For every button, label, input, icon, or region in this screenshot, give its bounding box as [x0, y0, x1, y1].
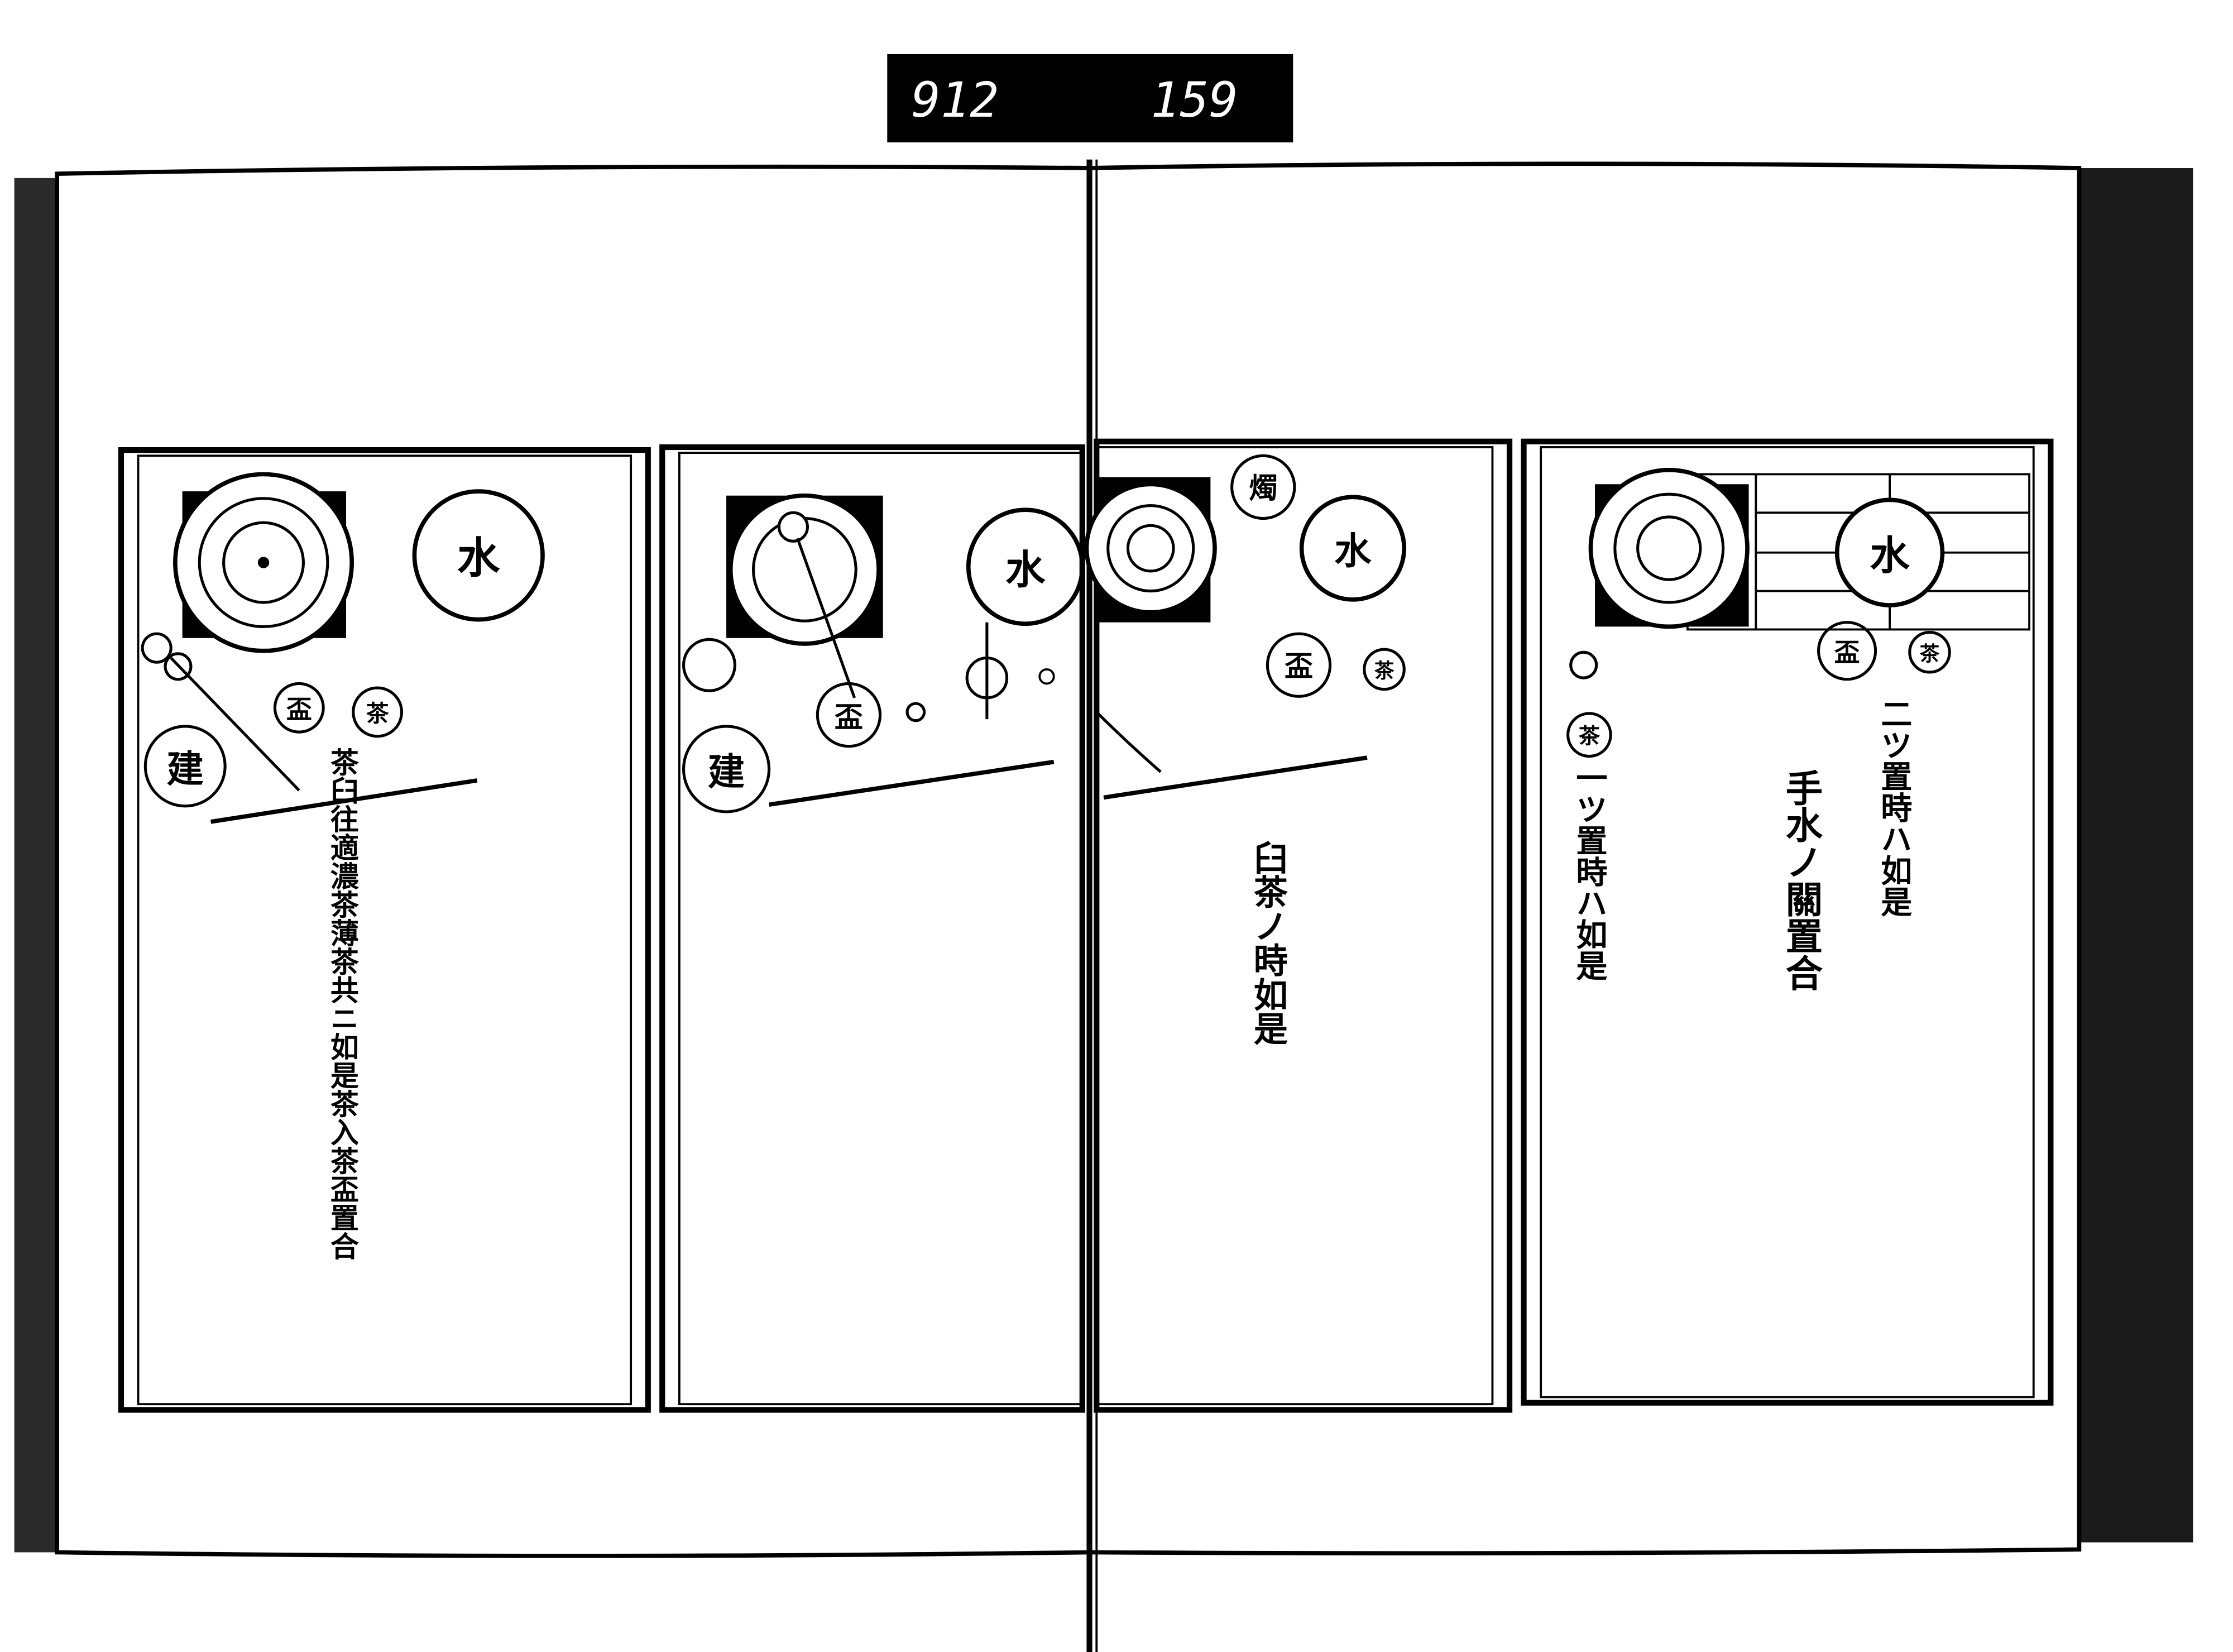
water-label: 水: [457, 533, 500, 583]
cup: [1817, 621, 1877, 681]
water-jar: [412, 489, 545, 622]
water-jar: [966, 507, 1085, 626]
page-outline: [55, 161, 2082, 1558]
panel-4: 水 盃 茶 茶 二ツ置時ハ如是 手水ノ關置合 一ツ置時ハ如是: [1521, 438, 2054, 1406]
frame-number: 159: [1151, 73, 1238, 128]
tea-caddy-single: [1566, 712, 1612, 758]
panel-3: 燭 水 盃 茶 臼茶ノ時如是: [1084, 438, 1513, 1413]
book: [14, 159, 2193, 1652]
tea-caddy: [1363, 648, 1406, 691]
water-jar: [1299, 495, 1407, 602]
tea-label: 茶: [1920, 642, 1940, 665]
right-page-edge: [2072, 168, 2193, 1543]
tea-label: 茶: [1374, 659, 1395, 682]
water-label: 水: [1870, 532, 1910, 579]
tea-caddy: [1908, 631, 1951, 674]
cup-label: 盃: [286, 694, 312, 724]
archive-label: 912 159: [887, 54, 1293, 143]
cup-label: 盃: [1285, 650, 1313, 683]
panel-4-caption-one: 一ツ置時ハ如是: [1571, 762, 1608, 981]
ladle: [170, 657, 300, 792]
panel-3-caption: 臼茶ノ時如是: [1248, 840, 1288, 1045]
cup-label: 盃: [1834, 637, 1860, 667]
cup-label: 盃: [835, 701, 863, 735]
water-label: 水: [1334, 529, 1372, 573]
tea-caddy: [352, 686, 404, 738]
panel-4-caption-water: 手水ノ關置合: [1780, 769, 1823, 991]
volume-number: 912: [912, 73, 999, 128]
ewer-label: 建: [167, 747, 204, 791]
ladle: [796, 538, 856, 698]
panel-2: 水 盃 建: [659, 444, 1085, 1413]
tea-label: 茶: [366, 700, 389, 727]
panel-4-caption-two: 二ツ置時ハ如是: [1876, 698, 1913, 917]
tea-single-label: 茶: [1579, 724, 1601, 749]
ewer-label: 建: [708, 750, 745, 794]
water-jar: [1834, 497, 1945, 607]
kettle: [1084, 482, 1217, 615]
candle-label: 燭: [1249, 472, 1277, 505]
cup: [273, 682, 325, 734]
waste-water-bowl: [143, 725, 227, 808]
panel-1: 水 盃 茶 建 茶臼往適濃茶薄茶共ニ如是茶入茶盃置合: [118, 447, 651, 1413]
cup: [1266, 632, 1332, 698]
water-label: 水: [1005, 546, 1046, 593]
waste-water-bowl: [682, 725, 771, 813]
cup: [816, 682, 882, 748]
panel-1-caption: 茶臼往適濃茶薄茶共ニ如是茶入茶盃置合: [325, 748, 359, 1260]
candle: [1230, 454, 1296, 520]
